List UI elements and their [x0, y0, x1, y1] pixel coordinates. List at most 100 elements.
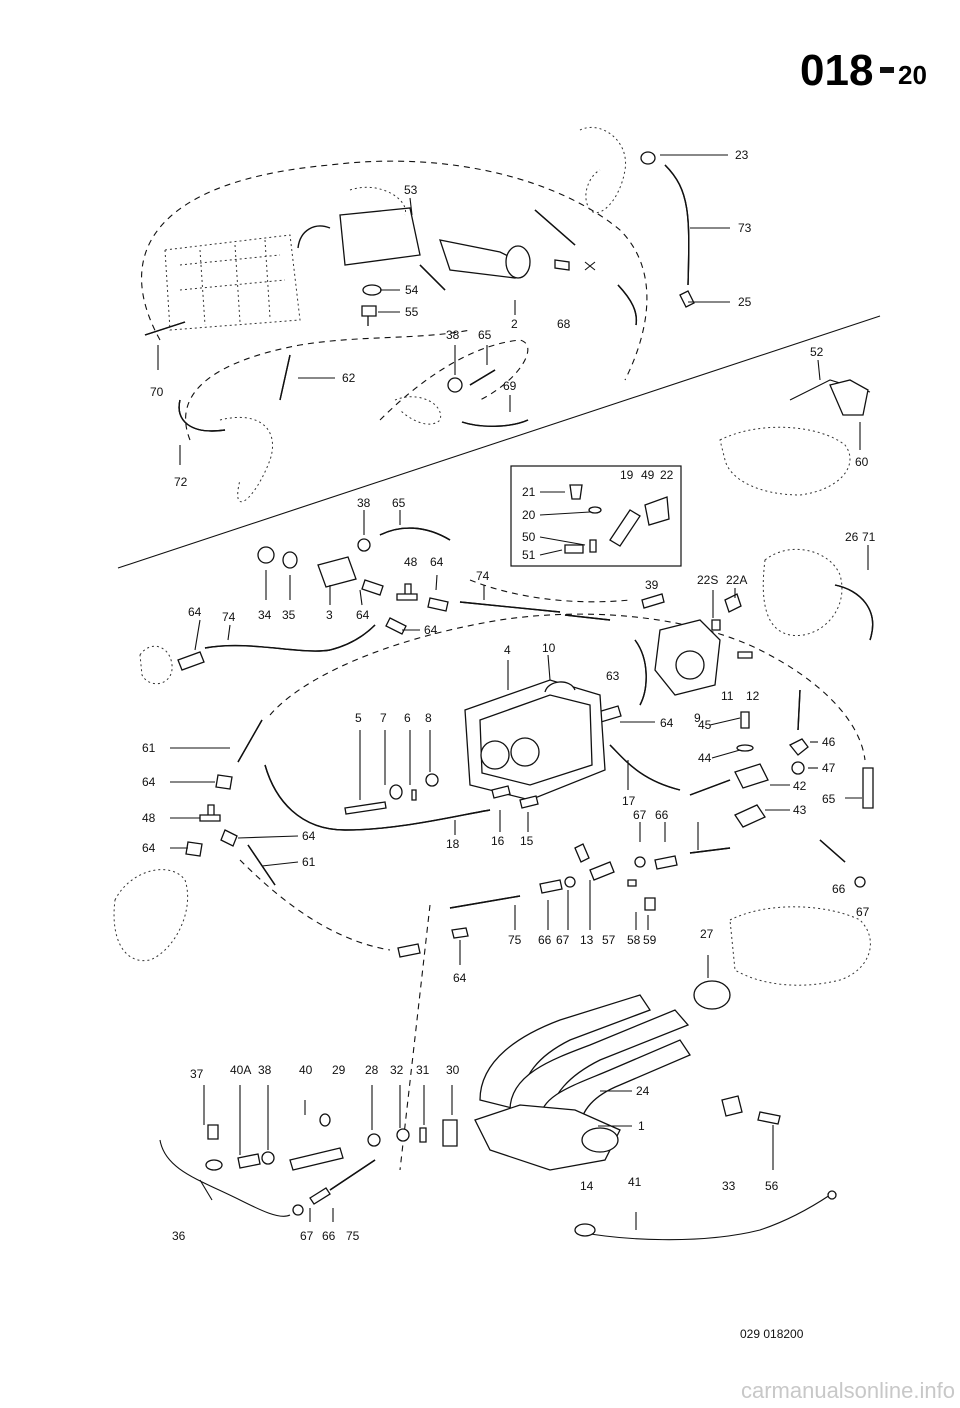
injector-29	[289, 1147, 344, 1171]
hose-64-c	[385, 617, 407, 635]
bracket-22	[644, 496, 670, 526]
callout-21: 21	[522, 485, 536, 499]
fitting-46	[788, 738, 809, 756]
vacuum-loop-dashed	[379, 339, 529, 421]
inset-box	[510, 465, 682, 567]
switch-22a	[724, 593, 742, 613]
callout-44: 44	[698, 751, 712, 765]
callout-68: 68	[557, 317, 571, 331]
callout-34: 34	[258, 608, 272, 622]
callout-38: 38	[357, 496, 371, 510]
bolt-59	[644, 897, 656, 911]
callout-13: 13	[580, 933, 594, 947]
washer-20	[588, 506, 602, 514]
callout-3: 3	[326, 608, 333, 622]
bolt-5	[344, 801, 387, 815]
callout-72: 72	[174, 475, 188, 489]
callout-40: 40	[299, 1063, 313, 1077]
manifold-port	[581, 1127, 619, 1153]
callout-67-lower: 67	[300, 1229, 314, 1243]
seal-40	[319, 1113, 331, 1127]
clip-47	[791, 761, 805, 775]
callout-36: 36	[172, 1229, 186, 1243]
nut-34	[257, 546, 275, 564]
mixture-unit-ghost	[349, 186, 406, 216]
engine-block-ghost-right	[719, 426, 851, 496]
fitting-15	[519, 795, 539, 809]
callout-47: 47	[822, 761, 836, 775]
clamp-23	[640, 151, 656, 165]
sleeve-27	[693, 980, 731, 1010]
callout-66: 66	[538, 933, 552, 947]
spring-39	[641, 593, 665, 609]
callout-64-top: 64	[430, 555, 444, 569]
sleeve-40a	[237, 1153, 261, 1169]
screw-21	[569, 484, 583, 500]
hose-66-lower	[309, 1187, 331, 1205]
callout-numbers: 23 73 25 53 54 55 38 65 2 68 69 62 70 72…	[142, 148, 876, 1243]
callout-4: 4	[504, 643, 511, 657]
clip-38	[357, 538, 371, 552]
connector-68	[554, 259, 570, 271]
nut-54	[362, 284, 382, 296]
air-distributor-inner	[479, 694, 593, 786]
hose-66	[539, 879, 563, 894]
callout-71: 71	[862, 530, 876, 544]
callout-64-left: 64	[188, 605, 202, 619]
spacer-31	[419, 1127, 427, 1143]
washer-37	[205, 1159, 223, 1171]
page-number: 018 20	[800, 46, 927, 95]
callout-65-right: 65	[822, 792, 836, 806]
washer-7	[389, 784, 403, 800]
nut-32	[396, 1128, 410, 1142]
callout-40a: 40A	[230, 1063, 251, 1077]
lower-line-dashed	[269, 613, 866, 761]
hose-71	[834, 584, 874, 641]
callout-19: 19	[620, 468, 634, 482]
callout-61-lower: 61	[302, 855, 316, 869]
connector-52	[829, 379, 869, 416]
spacer-6	[411, 789, 417, 801]
callout-12: 12	[746, 689, 760, 703]
callout-67: 67	[556, 933, 570, 947]
gasket-10	[544, 681, 576, 693]
left-hose-group	[113, 719, 276, 962]
section-divider	[117, 315, 881, 569]
t-piece-48-left	[199, 804, 221, 822]
clip-38-lower	[261, 1151, 275, 1165]
callout-35: 35	[282, 608, 296, 622]
hose-65-right	[862, 767, 874, 809]
callout-32: 32	[390, 1063, 404, 1077]
line-36	[159, 1139, 291, 1217]
callout-41: 41	[628, 1175, 642, 1189]
callout-42: 42	[793, 779, 807, 793]
clip-38-upper	[447, 377, 463, 393]
callout-52: 52	[810, 345, 824, 359]
clip-67-b	[634, 856, 646, 868]
hose-64-j	[451, 927, 469, 939]
page-number-sub: 20	[898, 60, 927, 90]
callout-22s: 22S	[697, 573, 718, 587]
intake-manifold-group	[474, 994, 691, 1171]
callout-46: 46	[822, 735, 836, 749]
callout-74: 74	[476, 569, 490, 583]
callout-33: 33	[722, 1179, 736, 1193]
clip-67-right	[854, 876, 866, 888]
washer-35	[282, 551, 298, 569]
callout-1: 1	[638, 1119, 645, 1133]
connector-41	[827, 1190, 837, 1200]
hose-66-b	[654, 855, 678, 870]
bracket-43	[734, 804, 766, 828]
callout-15: 15	[520, 834, 534, 848]
callout-27: 27	[700, 927, 714, 941]
lower-section-lines	[239, 579, 866, 1171]
hose-64-f	[215, 774, 233, 790]
callout-30: 30	[446, 1063, 460, 1077]
callout-48: 48	[404, 555, 418, 569]
page-number-main: 018	[800, 46, 873, 95]
clip-67-lower	[292, 1204, 304, 1216]
clip-67	[564, 876, 576, 888]
injector-ghost-right	[762, 548, 843, 637]
callout-70: 70	[150, 385, 164, 399]
